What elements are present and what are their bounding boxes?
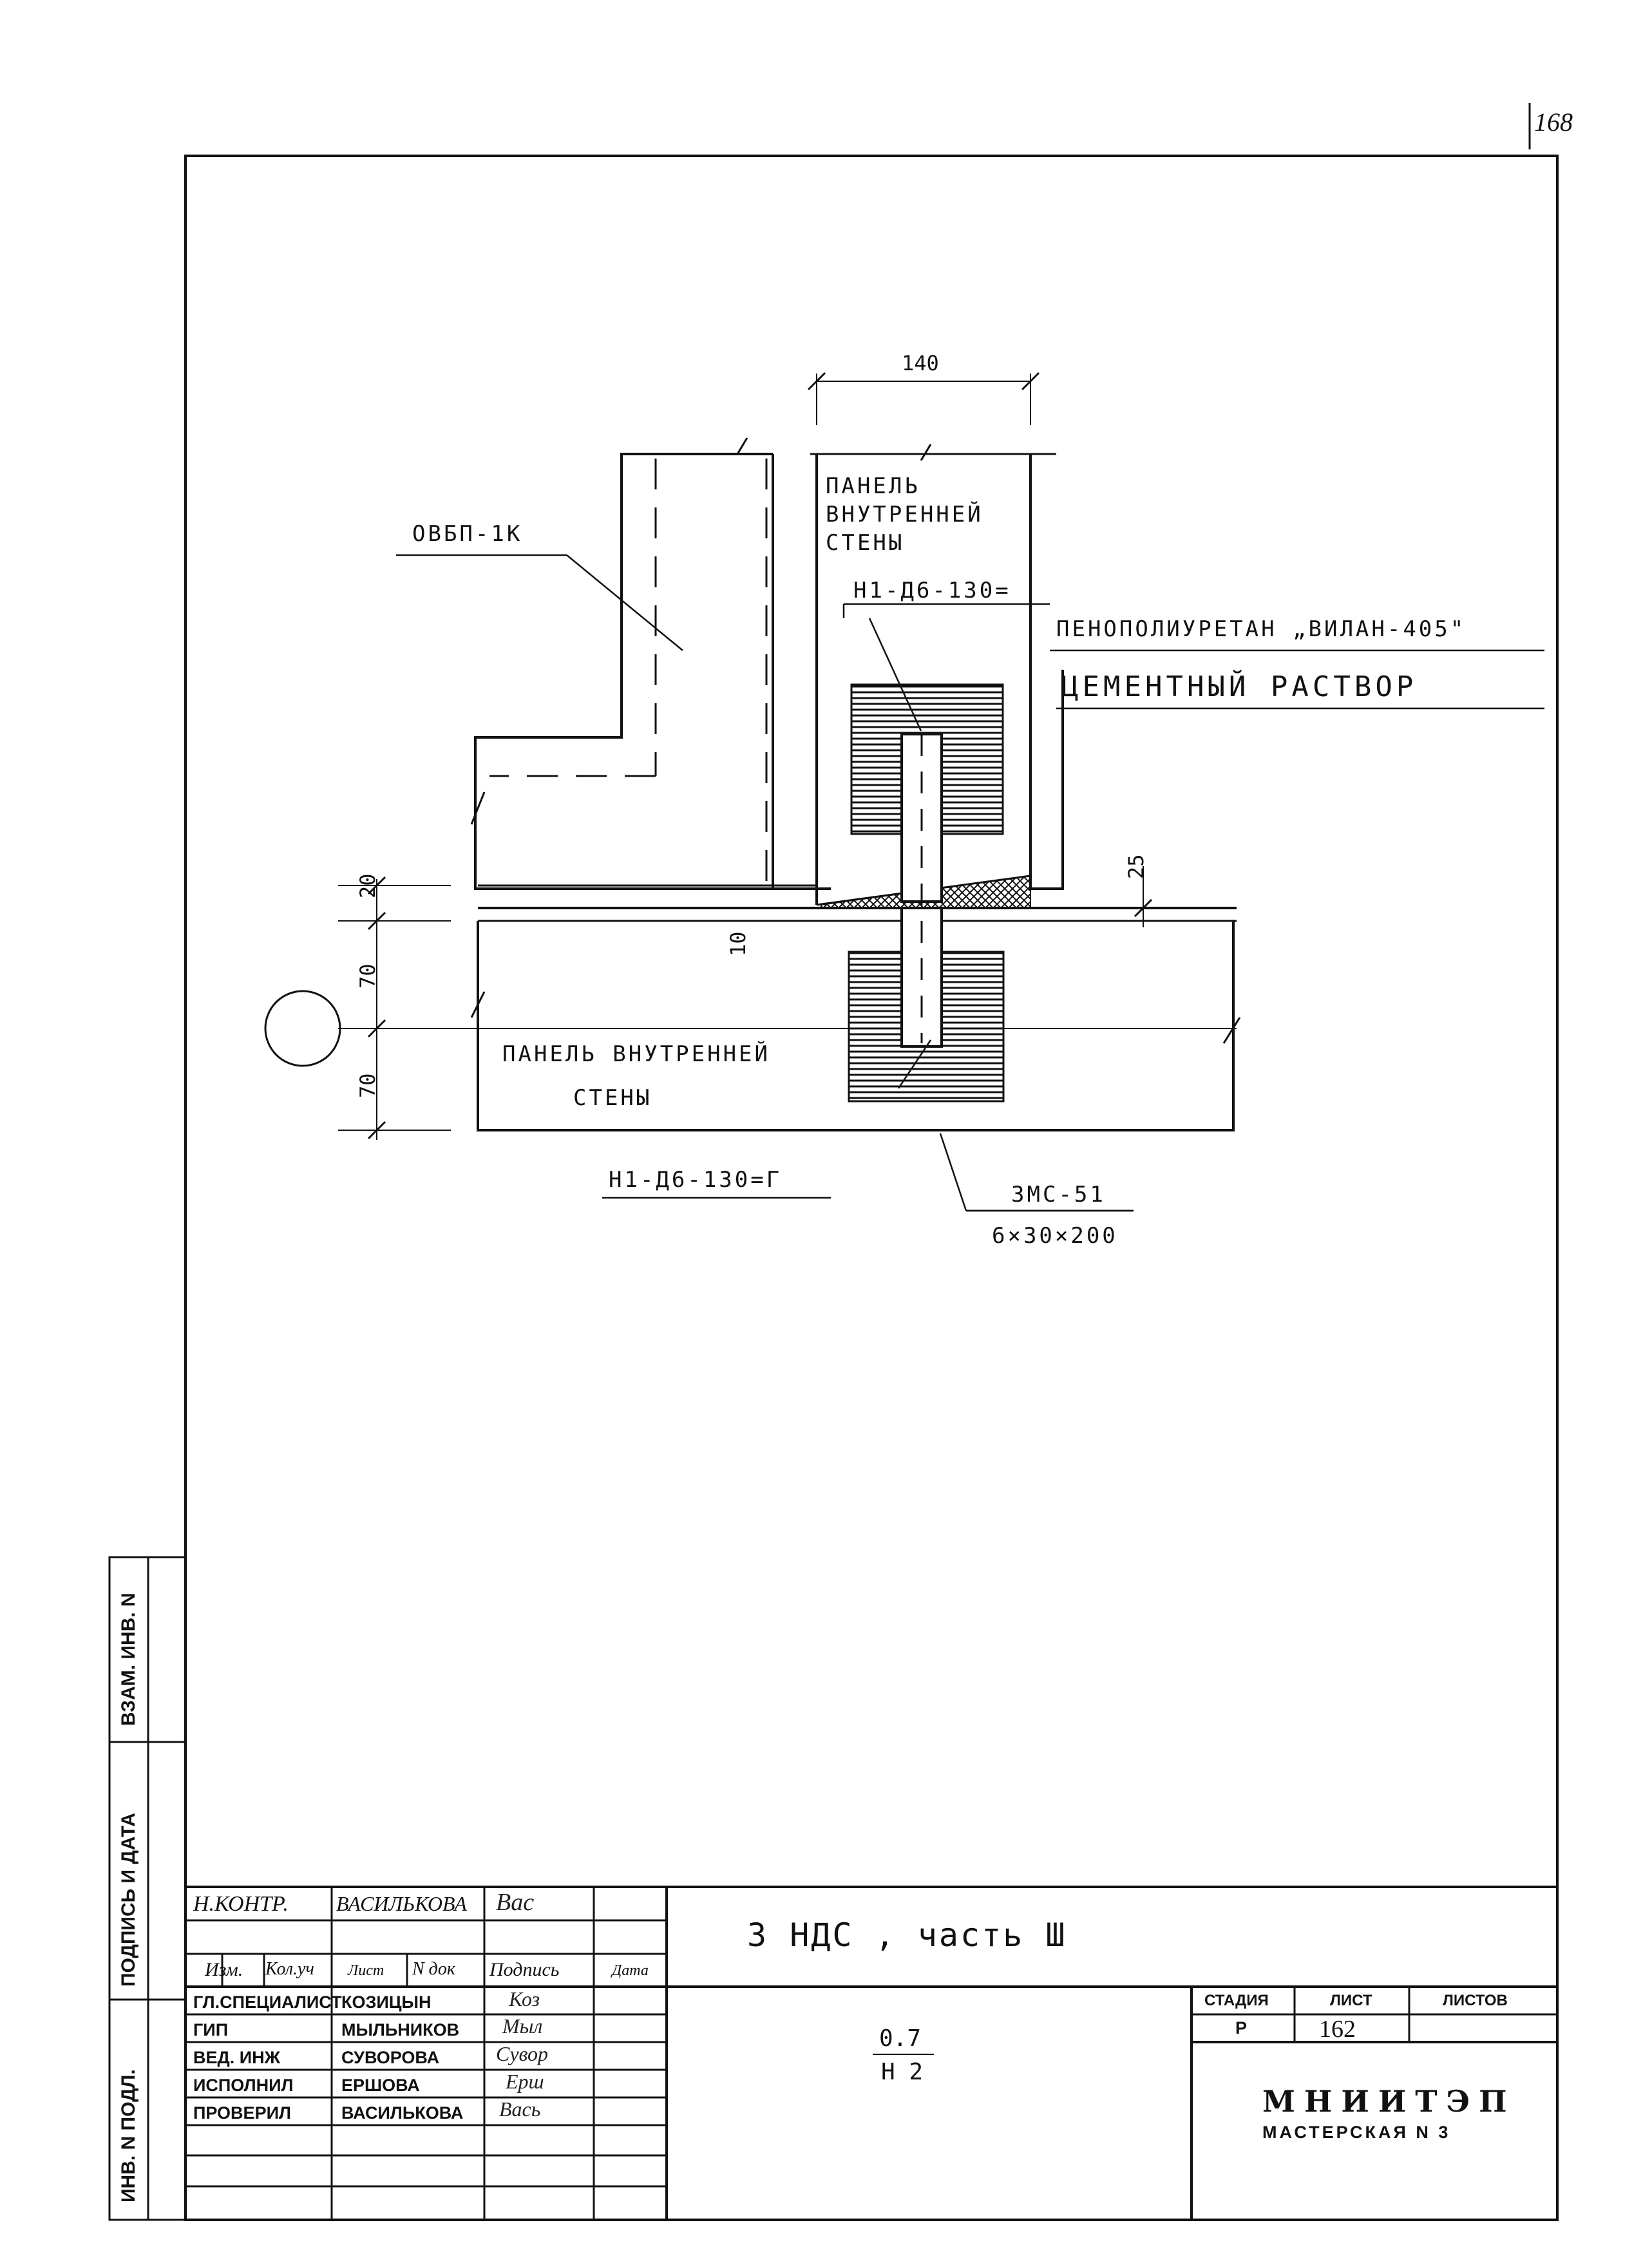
tb-header-ndok: N док — [412, 1959, 455, 1979]
tb-row-1-name: КОЗИЦЫН — [341, 1992, 432, 2012]
axis-bubble — [264, 990, 341, 1067]
stamp-inv-orig: ИНВ. N ПОДЛ. — [118, 2069, 139, 2202]
tb-norm-control-role: Н.КОНТР. — [193, 1892, 289, 1916]
tb-detail-top: 0.7 — [879, 2025, 922, 2052]
slab-dashed-lines — [489, 459, 768, 882]
label-mortar: ЦЕМЕНТНЫЙ РАСТВОР — [1061, 670, 1418, 703]
tb-norm-control-sign: Вас — [496, 1889, 535, 1916]
tb-org-name: МНИИТЭП — [1262, 2084, 1516, 2119]
dimension-lines — [338, 372, 1241, 1140]
label-slab: ОВБП-1К — [412, 521, 523, 547]
slab-outline — [474, 453, 831, 890]
dim-offset: 25 — [1124, 854, 1148, 879]
upper-wall-panel — [815, 454, 1064, 905]
tb-row-5-name: ВАСИЛЬКОВА — [341, 2103, 464, 2123]
tb-row-1-sign: Коз — [509, 1987, 540, 2011]
tb-row-4-name: ЕРШОВА — [341, 2076, 420, 2095]
tb-project-title: З НДС , часть Ш — [747, 1916, 1067, 1954]
label-panel-upper-1: ПАНЕЛЬ — [826, 473, 920, 499]
tb-row-3-sign: Сувор — [496, 2042, 549, 2065]
tb-row-4-sign: Ерш — [506, 2070, 544, 2093]
joint-detail — [264, 453, 1237, 1131]
title-block-grid — [184, 1886, 1559, 2221]
label-panel-upper-3: СТЕНЫ — [826, 530, 905, 556]
tb-header-list: Лист — [348, 1962, 385, 1979]
tb-row-2-name: МЫЛЬНИКОВ — [341, 2020, 460, 2040]
tb-row-2-role: ГИП — [193, 2020, 229, 2040]
tb-header-izm: Изм. — [205, 1959, 243, 1980]
label-foam: ПЕНОПОЛИУРЕТАН „ВИЛАН-405" — [1056, 616, 1467, 642]
dim-joint: 10 — [726, 931, 750, 956]
stamp-sign-date: ПОДПИСЬ И ДАТА — [118, 1812, 139, 1987]
label-plate-size: 6×30×200 — [992, 1223, 1118, 1249]
tb-header-podpis: Подпись — [489, 1959, 560, 1980]
label-panel-lower-1: ПАНЕЛЬ ВНУТРЕННЕЙ — [502, 1041, 770, 1067]
tb-org-workshop: МАСТЕРСКАЯ N 3 — [1262, 2123, 1451, 2142]
tb-row-2-sign: Мыл — [502, 2014, 543, 2038]
side-stamp-column — [108, 1556, 187, 2221]
label-plate-code: ЗМС-51 — [1011, 1182, 1106, 1207]
dim-panel-width: 140 — [902, 351, 939, 375]
tb-detail-bottom: Н 2 — [881, 2059, 924, 2085]
sheet-corner-number: 168 — [1534, 108, 1573, 137]
tb-sheet-value: 162 — [1319, 2016, 1356, 2043]
tb-stage-label: СТАДИЯ — [1204, 1992, 1269, 2009]
tb-row-4-role: ИСПОЛНИЛ — [193, 2076, 294, 2095]
tb-row-5-sign: Вась — [499, 2097, 541, 2121]
tb-header-data: Дата — [612, 1962, 649, 1979]
label-panel-upper-2: ВНУТРЕННЕЙ — [826, 502, 983, 527]
stamp-inv-sub: ВЗАМ. ИНВ. N — [118, 1593, 139, 1726]
tb-row-5-role: ПРОВЕРИЛ — [193, 2103, 291, 2123]
dim-lower-half: 70 — [356, 1073, 380, 1098]
tb-row-1-role: ГЛ.СПЕЦИАЛИСТ — [193, 1992, 342, 2012]
tb-stage-value: Р — [1235, 2018, 1248, 2038]
tb-norm-control-name: ВАСИЛЬКОВА — [336, 1892, 467, 1915]
leader-lines — [396, 554, 1544, 1212]
dim-top-gap: 20 — [356, 873, 380, 898]
tb-header-koluch: Кол.уч — [265, 1959, 314, 1979]
label-embed-lower: Н1-Д6-130=Г — [609, 1167, 783, 1193]
lower-wall-panel — [477, 921, 1235, 1131]
label-embed-upper: Н1-Д6-130= — [853, 578, 1011, 603]
label-panel-lower-2: СТЕНЫ — [573, 1085, 652, 1111]
tb-row-3-role: ВЕД. ИНЖ — [193, 2048, 281, 2067]
dim-upper-half: 70 — [356, 963, 380, 989]
tb-sheets-label: ЛИСТОВ — [1443, 1992, 1508, 2009]
tb-sheet-label: ЛИСТ — [1330, 1992, 1372, 2009]
tb-row-3-name: СУВОРОВА — [341, 2048, 440, 2067]
